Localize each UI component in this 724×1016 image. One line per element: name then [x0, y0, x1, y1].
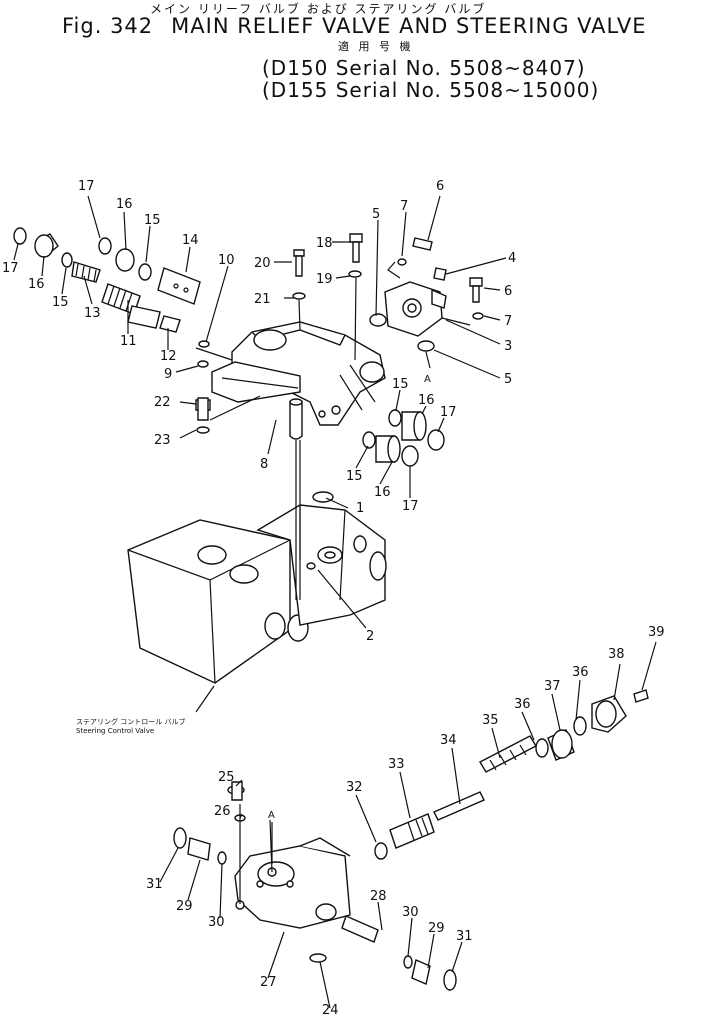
callout-34: 34 [440, 733, 457, 748]
callout-35: 35 [482, 713, 499, 728]
callout-17: 17 [2, 261, 19, 276]
callout-17: 17 [440, 405, 457, 420]
callout-29: 29 [428, 921, 445, 936]
callout-23: 23 [154, 433, 171, 448]
callout-8: 8 [260, 457, 268, 472]
callout-18: 18 [316, 236, 333, 251]
japanese-title: メイン リリーフ バルブ および ステアリング バルブ [150, 2, 487, 16]
callout-31: 31 [146, 877, 163, 892]
callout-7: 7 [400, 199, 408, 214]
callout-5: 5 [504, 372, 512, 387]
right-side-parts [369, 237, 484, 352]
left-parts-chain [13, 227, 261, 434]
callout-2: 2 [366, 629, 374, 644]
callout-11: 11 [120, 334, 137, 349]
page-title: Fig. 342 MAIN RELIEF VALVE AND STEERING V… [62, 14, 647, 38]
callout-14: 14 [182, 233, 199, 248]
callout-16: 16 [116, 197, 133, 212]
callout-17: 17 [78, 179, 95, 194]
callout-12: 12 [160, 349, 177, 364]
callout-16: 16 [374, 485, 391, 500]
steering-control-valve-body [127, 440, 387, 684]
callout-6: 6 [504, 284, 512, 299]
callout-1: 1 [356, 501, 364, 516]
callout-a: A [424, 374, 431, 385]
callout-25: 25 [218, 770, 235, 785]
callout-4: 4 [508, 251, 516, 266]
callout-38: 38 [608, 647, 625, 662]
figure-number: Fig. 342 [62, 14, 154, 38]
callout-37: 37 [544, 679, 561, 694]
part-8-valve [289, 398, 303, 440]
callout-32: 32 [346, 780, 363, 795]
callout-17: 17 [402, 499, 419, 514]
callout-33: 33 [388, 757, 405, 772]
callout-16: 16 [28, 277, 45, 292]
right-lower-parts [362, 409, 445, 467]
callout-24: 24 [322, 1003, 339, 1016]
callout-7: 7 [504, 314, 512, 329]
callout-15: 15 [392, 377, 409, 392]
callout-3: 3 [504, 339, 512, 354]
serial-line-d155: (D155 Serial No. 5508~15000) [262, 78, 600, 102]
callout-27: 27 [260, 975, 277, 990]
callout-labels: 17 16 15 14 10 17 16 15 13 11 12 9 22 23… [2, 179, 665, 1016]
caption-english: Steering Control Valve [76, 727, 154, 735]
serial-line-d150: (D150 Serial No. 5508~8407) [262, 56, 586, 80]
callout-5: 5 [372, 207, 380, 222]
callout-16: 16 [418, 393, 435, 408]
top-bolts [292, 233, 363, 361]
callout-30: 30 [402, 905, 419, 920]
callout-13: 13 [84, 306, 101, 321]
callout-30: 30 [208, 915, 225, 930]
applicable-label: 適 用 号 機 [338, 40, 414, 53]
callout-31: 31 [456, 929, 473, 944]
callout-9: 9 [164, 367, 172, 382]
callout-29: 29 [176, 899, 193, 914]
callout-19: 19 [316, 272, 333, 287]
callout-6: 6 [436, 179, 444, 194]
callout-15: 15 [144, 213, 161, 228]
leader-lines [13, 195, 657, 1009]
figure-title: MAIN RELIEF VALVE AND STEERING VALVE [171, 14, 647, 38]
callout-a: A [268, 810, 275, 821]
callout-39: 39 [648, 625, 665, 640]
callout-36: 36 [572, 665, 589, 680]
callout-28: 28 [370, 889, 387, 904]
callout-26: 26 [214, 804, 231, 819]
callout-36: 36 [514, 697, 531, 712]
relief-valve-body [211, 321, 386, 426]
shaft-parts-chain [374, 689, 649, 860]
callout-20: 20 [254, 256, 271, 271]
callout-15: 15 [52, 295, 69, 310]
callout-21: 21 [254, 292, 271, 307]
callout-22: 22 [154, 395, 171, 410]
caption-japanese: ステアリング コントロール バルブ [76, 717, 185, 726]
header: メイン リリーフ バルブ および ステアリング バルブ Fig. 342 MAIN… [0, 0, 724, 110]
callout-15: 15 [346, 469, 363, 484]
callout-10: 10 [218, 253, 235, 268]
